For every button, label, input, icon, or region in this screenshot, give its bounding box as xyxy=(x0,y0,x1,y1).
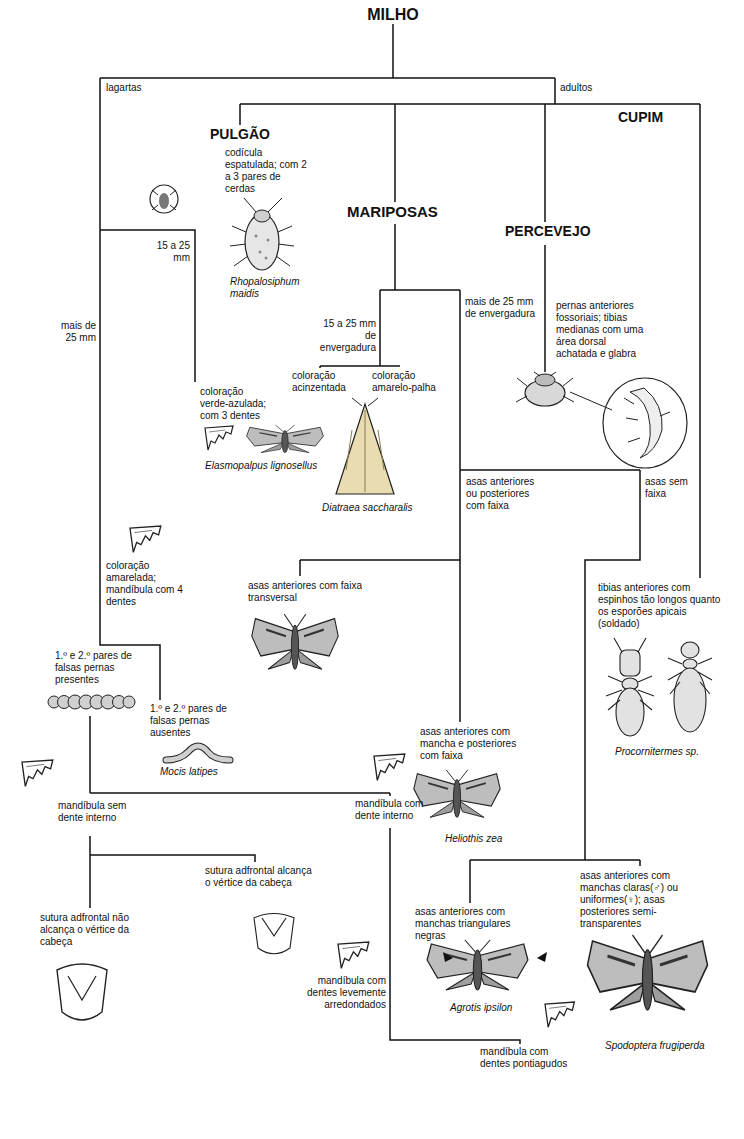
key-label: sutura adfrontal alcança o vértice da ca… xyxy=(205,865,317,889)
species-name: Rhopalosiphum maidis xyxy=(230,276,315,300)
key-label: mandíbula com dentes levemente arredonda… xyxy=(296,975,386,1011)
key-label: 15 a 25 mm de envergadura xyxy=(314,318,376,354)
key-label: mandíbula com dente interno xyxy=(355,798,435,822)
key-label: asas anteriores com faixa transversal xyxy=(248,580,373,604)
species-name: Procornitermes sp. xyxy=(615,746,725,758)
key-label: mandíbula sem dente interno xyxy=(58,800,136,824)
group-name: MARIPOSAS xyxy=(347,204,457,221)
key-label: 15 a 25 mm xyxy=(146,240,190,264)
group-name: PERCEVEJO xyxy=(505,224,600,239)
key-label: 1.º e 2.º pares de falsas pernas present… xyxy=(55,650,141,686)
species-name: Spodoptera frugiperda xyxy=(605,1040,730,1052)
key-label: mais de 25 mm de envergadura xyxy=(465,296,537,320)
key-label: sutura adfrontal não alcança o vértice d… xyxy=(40,912,152,948)
group-name: CUPIM xyxy=(618,110,688,125)
key-label: mais de 25 mm xyxy=(54,320,96,344)
species-name: Diatraea saccharalis xyxy=(322,502,432,514)
key-label: mandíbula com dentes pontiagudos xyxy=(480,1046,568,1070)
key-label: asas anteriores com manchas claras(♂) ou… xyxy=(580,870,712,930)
key-label: asas anteriores com manchas triangulares… xyxy=(415,906,543,942)
species-name: Heliothis zea xyxy=(445,833,535,845)
key-label: tibias anteriores com espinhos tão longo… xyxy=(598,582,726,630)
key-label: coloração acinzentada xyxy=(292,370,362,394)
diagram-title: MILHO xyxy=(343,6,443,24)
key-label: 1.º e 2.º pares de falsas pernas ausente… xyxy=(150,703,232,739)
key-label: asas anteriores com mancha e posteriores… xyxy=(420,726,532,762)
species-name: Elasmopalpus lignosellus xyxy=(205,460,325,472)
key-label: coloração amarelo-palha xyxy=(372,370,450,394)
species-name: Mocis latipes xyxy=(160,766,250,778)
key-label: coloração amarelada; mandíbula com 4 den… xyxy=(106,560,194,608)
key-label: asas anteriores ou posteriores com faixa xyxy=(466,476,548,512)
key-label: lagartas xyxy=(106,82,166,94)
key-label: coloração verde-azulada; com 3 dentes xyxy=(200,386,272,422)
key-label: codícula espatulada; com 2 a 3 pares de … xyxy=(225,147,307,195)
group-name: PULGÃO xyxy=(210,127,290,142)
species-name: Agrotis ipsilon xyxy=(450,1002,540,1014)
key-label: adultos xyxy=(560,82,620,94)
key-label: asas sem faixa xyxy=(645,476,693,500)
key-label: pernas anteriores fossoriais; tibias med… xyxy=(556,300,648,360)
